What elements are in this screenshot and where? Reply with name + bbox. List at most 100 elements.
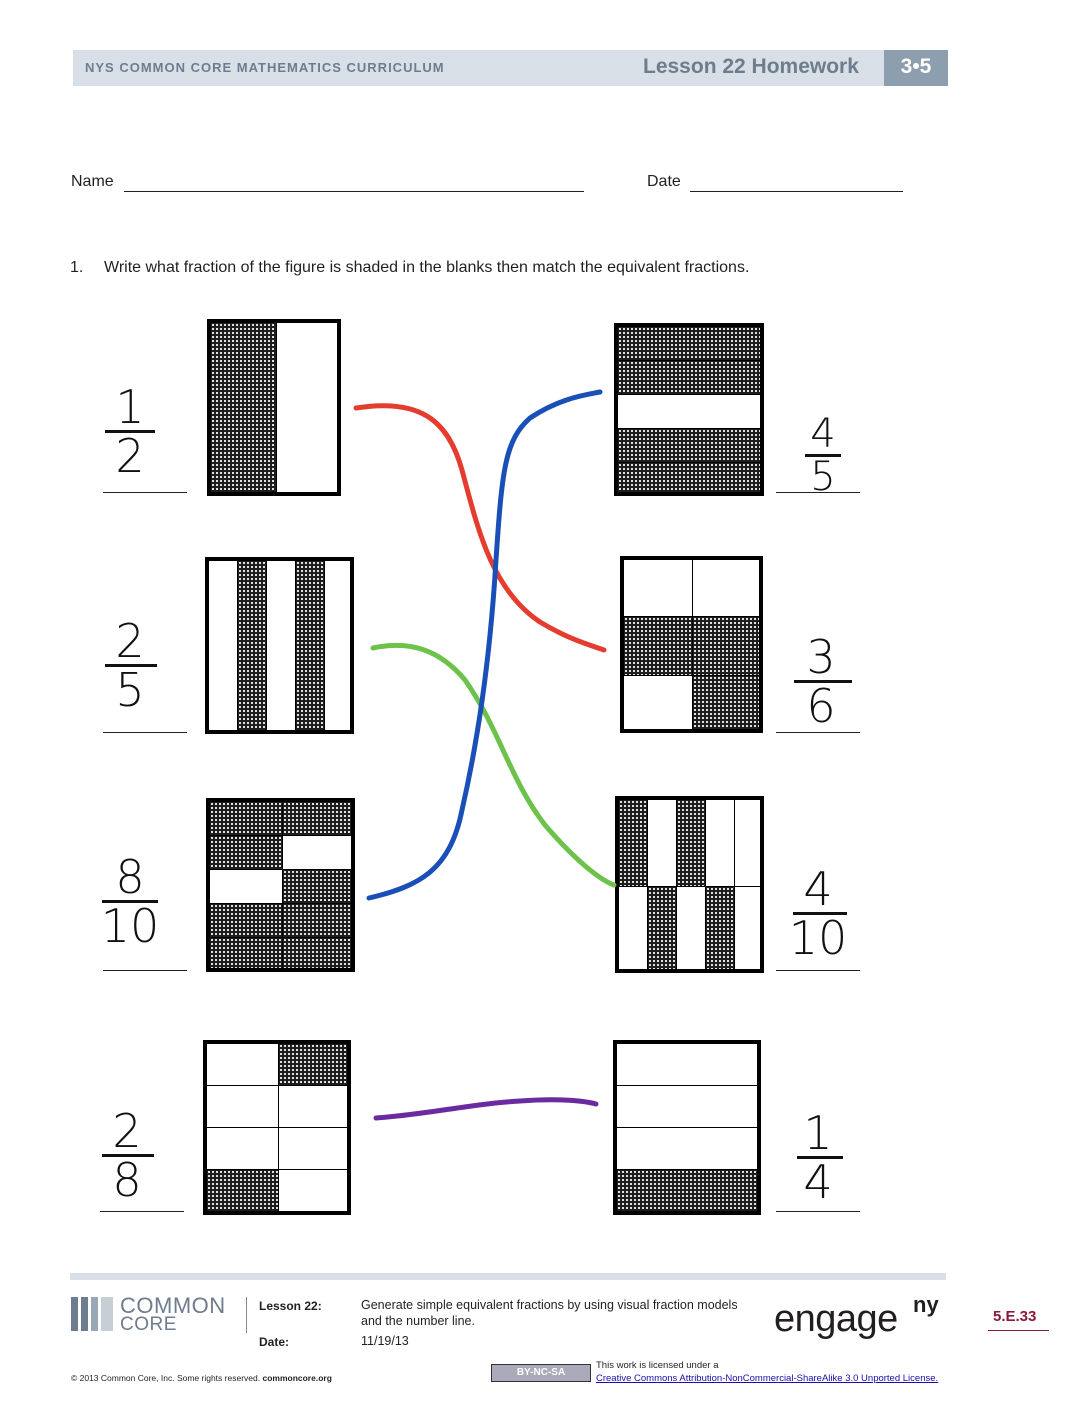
denominator: 8	[112, 1153, 142, 1207]
denominator: 6	[806, 679, 836, 733]
copyright-text: © 2013 Common Core, Inc. Some rights res…	[71, 1373, 261, 1383]
fraction-bar	[793, 912, 847, 915]
match-line-2-5-to-4-10	[370, 642, 617, 888]
answer-fraction-4-10: 4 10	[783, 866, 853, 961]
shaded-part	[618, 799, 648, 887]
header-banner	[73, 50, 948, 86]
shaded-part	[676, 799, 706, 887]
footer-divider	[246, 1297, 247, 1333]
unshaded-part	[324, 560, 351, 731]
lesson-label: Lesson 22:	[259, 1299, 322, 1313]
name-field[interactable]	[124, 191, 584, 192]
page-number: 5.E.33	[993, 1308, 1037, 1325]
answer-fraction-2-8: 2 8	[92, 1108, 162, 1203]
answer-fraction-1-4: 1 4	[783, 1110, 853, 1205]
curriculum-title: NYS COMMON CORE MATHEMATICS CURRICULUM	[85, 60, 445, 75]
figure-eighths-grid	[203, 1040, 351, 1215]
date-label: Date	[647, 173, 681, 190]
fraction-bar	[102, 1154, 154, 1157]
shaded-part	[282, 801, 352, 836]
shaded-part	[209, 835, 283, 870]
figure-sixths-grid	[620, 556, 763, 733]
creative-commons-badge[interactable]: BY-NC-SA	[491, 1364, 591, 1382]
shaded-part	[282, 869, 352, 904]
answer-fraction-2-5: 2 5	[95, 618, 165, 713]
shaded-part	[617, 462, 761, 493]
shaded-part	[616, 1169, 758, 1212]
match-line-2-8-to-1-4	[373, 1097, 599, 1121]
shaded-part	[209, 801, 283, 836]
numerator: 4	[810, 411, 836, 457]
answer-blank[interactable]	[103, 492, 187, 493]
shaded-part	[617, 326, 761, 361]
date-footer-value: 11/19/13	[361, 1334, 409, 1348]
figure-tenths-strips	[615, 796, 764, 973]
shaded-part	[209, 937, 283, 969]
numerator: 3	[806, 630, 836, 684]
unshaded-part	[276, 322, 338, 493]
fraction-bar	[102, 900, 158, 903]
lesson-title: Lesson 22 Homework	[643, 55, 859, 78]
fraction-bar	[794, 680, 852, 683]
fraction-bar	[805, 454, 841, 457]
lesson-description-line2: and the number line.	[361, 1314, 475, 1328]
copyright: © 2013 Common Core, Inc. Some rights res…	[71, 1373, 332, 1383]
shaded-part	[692, 616, 760, 676]
shaded-part	[209, 903, 283, 938]
denominator: 5	[810, 454, 836, 500]
logo-core: CORE	[120, 1314, 177, 1335]
denominator: 10	[100, 899, 160, 953]
numerator: 4	[803, 862, 833, 916]
answer-blank[interactable]	[776, 970, 860, 971]
fraction-bar	[105, 430, 155, 433]
shaded-part	[237, 560, 267, 731]
figure-fifths-vertical	[205, 557, 354, 734]
copyright-site[interactable]: commoncore.org	[262, 1373, 332, 1383]
numerator: 1	[115, 380, 145, 434]
answer-blank[interactable]	[776, 492, 860, 493]
denominator: 5	[115, 663, 145, 717]
engageny-logo-sup: ny	[913, 1292, 939, 1317]
shaded-part	[295, 560, 325, 731]
answer-fraction-4-5: 4 5	[788, 414, 858, 497]
numerator: 2	[112, 1104, 142, 1158]
answer-fraction-1-2: 1 2	[95, 384, 165, 479]
answer-blank[interactable]	[100, 1211, 184, 1212]
figure-fourths-horizontal	[613, 1040, 761, 1215]
denominator: 2	[115, 429, 145, 483]
date-field[interactable]	[690, 191, 903, 192]
numerator: 8	[115, 850, 145, 904]
common-core-logo-icon	[71, 1297, 113, 1331]
date-footer-label: Date:	[259, 1335, 290, 1349]
answer-fraction-8-10: 8 10	[95, 854, 165, 949]
page-number-underline	[988, 1330, 1049, 1331]
figure-tenths-grid	[206, 798, 355, 972]
shaded-part	[692, 675, 760, 730]
numerator: 2	[115, 614, 145, 668]
unshaded-part	[734, 886, 761, 970]
answer-blank[interactable]	[776, 1211, 860, 1212]
grade-module-badge	[884, 50, 948, 86]
shaded-part	[282, 903, 352, 938]
answer-blank[interactable]	[776, 732, 860, 733]
shaded-part	[617, 428, 761, 463]
name-label: Name	[71, 173, 114, 190]
answer-fraction-3-6: 3 6	[786, 634, 856, 729]
denominator: 4	[803, 1155, 833, 1209]
lesson-description-line1: Generate simple equivalent fractions by …	[361, 1298, 738, 1312]
fraction-bar	[797, 1156, 843, 1159]
shaded-part	[617, 360, 761, 395]
answer-blank[interactable]	[103, 732, 187, 733]
engageny-logo: engage	[774, 1298, 898, 1340]
license-text: This work is licensed under a	[596, 1360, 719, 1371]
license-link[interactable]: Creative Commons Attribution-NonCommerci…	[596, 1373, 939, 1384]
shaded-part	[647, 886, 677, 970]
unshaded-part	[278, 1169, 348, 1212]
answer-blank[interactable]	[103, 970, 187, 971]
grade-module-label: 3•5	[900, 55, 932, 78]
logo-common: COMMON	[120, 1293, 226, 1318]
match-line-1-2-to-3-6	[353, 403, 607, 653]
shaded-part	[210, 322, 277, 493]
shaded-part	[705, 886, 735, 970]
